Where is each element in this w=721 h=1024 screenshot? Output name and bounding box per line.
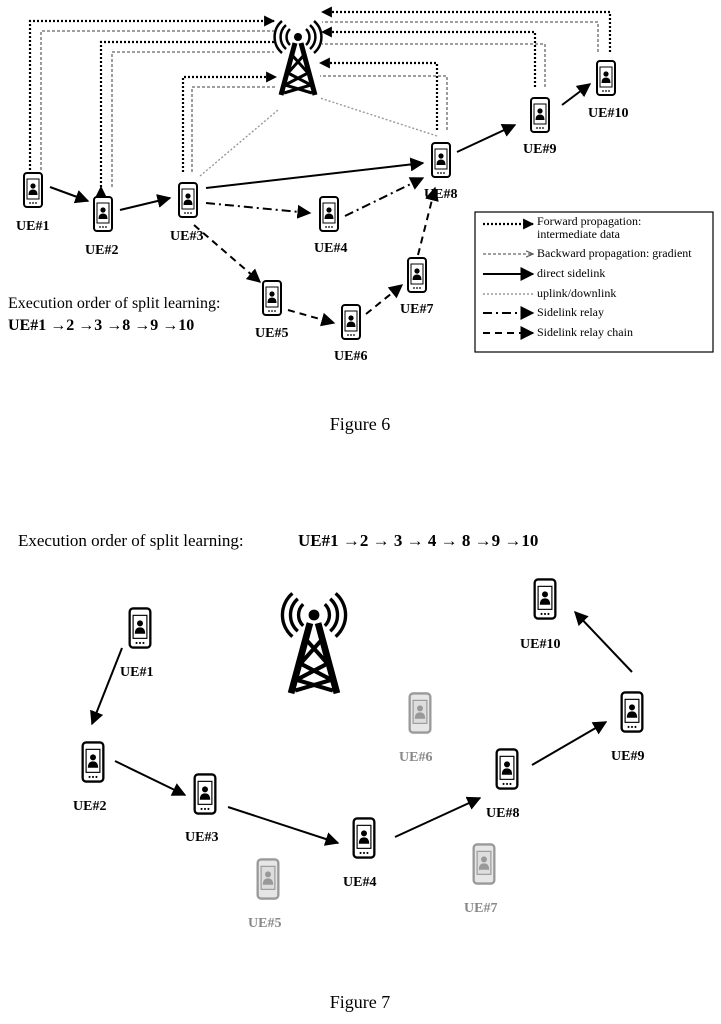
legend-label: Sidelink relay chain xyxy=(537,325,633,339)
smartphone-icon xyxy=(354,818,375,857)
execution-order-sequence: UE#1 →2 →3 →8 →9 →10 xyxy=(8,317,194,334)
smartphone-icon xyxy=(179,183,197,217)
smartphone-icon xyxy=(258,859,279,898)
ue-8: UE#8 xyxy=(486,749,519,821)
ue-label: UE#4 xyxy=(343,875,376,890)
ue-10: UE#10 xyxy=(588,61,628,121)
ue-5: UE#5 xyxy=(255,281,288,341)
figure-caption: Figure 7 xyxy=(330,992,391,1012)
ue-1: UE#1 xyxy=(120,608,153,680)
smartphone-icon xyxy=(622,692,643,731)
ue-label: UE#3 xyxy=(185,830,218,845)
ue-label: UE#3 xyxy=(170,229,203,244)
ue-3: UE#3 xyxy=(170,183,203,244)
legend-label: Sidelink relay xyxy=(537,305,604,319)
ue-label: UE#7 xyxy=(400,302,433,317)
smartphone-icon xyxy=(320,197,338,231)
ue-9: UE#9 xyxy=(611,692,644,764)
smartphone-icon xyxy=(342,305,360,339)
smartphone-icon xyxy=(83,742,104,781)
smartphone-icon xyxy=(531,98,549,132)
ue-label: UE#2 xyxy=(73,799,106,814)
smartphone-icon xyxy=(497,749,518,788)
smartphone-icon xyxy=(410,693,431,732)
smartphone-icon xyxy=(195,774,216,813)
ue-label: UE#10 xyxy=(520,637,560,652)
ue-label: UE#10 xyxy=(588,106,628,121)
ue-label: UE#6 xyxy=(399,750,432,765)
smartphone-icon xyxy=(432,143,450,177)
ue-4: UE#4 xyxy=(314,197,347,256)
ue-2: UE#2 xyxy=(73,742,106,814)
smartphone-icon xyxy=(263,281,281,315)
legend-label: intermediate data xyxy=(537,227,621,241)
ue-2: UE#2 xyxy=(85,197,118,258)
ue-label: UE#6 xyxy=(334,349,367,364)
ue-8: UE#8 xyxy=(424,143,457,202)
legend-label: uplink/downlink xyxy=(537,286,616,300)
ue-6: UE#6 xyxy=(334,305,367,364)
ue-label: UE#7 xyxy=(464,901,497,916)
execution-order-title: Execution order of split learning: xyxy=(8,295,220,312)
execution-order-title: Execution order of split learning: xyxy=(18,531,244,550)
ue-label: UE#4 xyxy=(314,241,347,256)
base-station-icon xyxy=(275,21,322,95)
smartphone-icon xyxy=(130,608,151,647)
ue-label: UE#8 xyxy=(486,806,519,821)
ue-label: UE#1 xyxy=(16,219,49,234)
smartphone-icon xyxy=(408,258,426,292)
legend-label: Forward propagation: xyxy=(537,214,641,228)
ue-10: UE#10 xyxy=(520,579,560,652)
ue-3: UE#3 xyxy=(185,774,218,845)
ue-5: UE#5 xyxy=(248,859,281,931)
figure-7: Execution order of split learning: UE#1 … xyxy=(18,531,644,1012)
base-station-icon xyxy=(282,593,345,693)
ue-7: UE#7 xyxy=(464,844,497,916)
figure-caption: Figure 6 xyxy=(330,414,391,434)
legend-label: direct sidelink xyxy=(537,266,605,280)
ue-label: UE#2 xyxy=(85,243,118,258)
execution-order-sequence: UE#1 →2 → 3 → 4 → 8 →9 →10 xyxy=(298,531,538,550)
smartphone-icon xyxy=(597,61,615,95)
ue-9: UE#9 xyxy=(523,98,556,157)
smartphone-icon xyxy=(474,844,495,883)
ue-4: UE#4 xyxy=(343,818,376,890)
ue-7: UE#7 xyxy=(400,258,433,317)
legend: Forward propagation: intermediate data B… xyxy=(475,212,713,352)
uplink-downlink-links xyxy=(30,12,610,187)
legend-label: Backward propagation: gradient xyxy=(537,246,692,260)
ue-1: UE#1 xyxy=(16,173,49,234)
ue-label: UE#8 xyxy=(424,187,457,202)
smartphone-icon xyxy=(94,197,112,231)
ue-label: UE#9 xyxy=(523,142,556,157)
smartphone-icon xyxy=(535,579,556,618)
smartphone-icon xyxy=(24,173,42,207)
ue-6: UE#6 xyxy=(399,693,432,765)
ue-label: UE#5 xyxy=(255,326,288,341)
ue-label: UE#5 xyxy=(248,916,281,931)
ue-label: UE#1 xyxy=(120,665,153,680)
figure-6: UE#1 UE#2 UE#3 UE#4 UE#5 UE#6 UE#7 UE#8 … xyxy=(8,12,713,434)
ue-label: UE#9 xyxy=(611,749,644,764)
